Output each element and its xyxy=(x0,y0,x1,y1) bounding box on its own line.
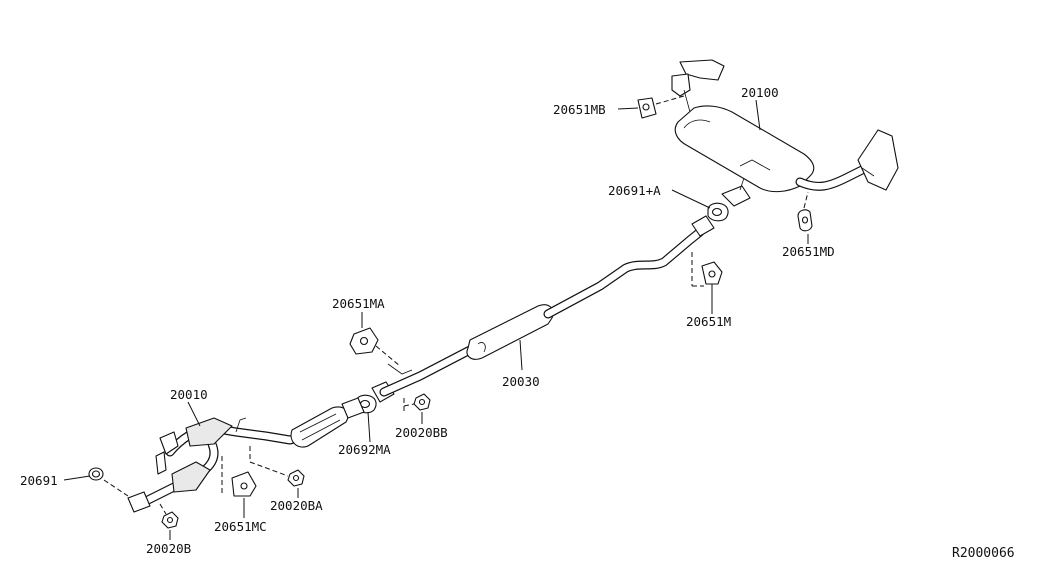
nut-bb[interactable] xyxy=(403,393,431,412)
front-tube[interactable] xyxy=(127,397,365,513)
mounting-insulator-ma[interactable] xyxy=(349,327,401,367)
label-mounting-insulator-md: 20651MD xyxy=(782,244,835,259)
label-mounting-insulator-ma: 20651MA xyxy=(332,296,385,311)
mounting-insulator-mc[interactable] xyxy=(221,456,257,497)
gasket[interactable] xyxy=(88,467,129,497)
label-muffler-assembly: 20100 xyxy=(741,85,779,100)
mounting-insulator-md[interactable] xyxy=(797,191,813,232)
label-center-tube: 20030 xyxy=(502,374,540,389)
label-nut-bb: 20020BB xyxy=(395,425,448,440)
label-front-tube: 20010 xyxy=(170,387,208,402)
label-mounting-insulator-mb: 20651MB xyxy=(553,102,606,117)
label-nut-b: 20020B xyxy=(146,541,191,556)
label-gasket: 20691 xyxy=(20,473,58,488)
center-tube[interactable] xyxy=(371,215,715,403)
label-gasket-ma: 20692MA xyxy=(338,442,391,457)
label-nut-ba: 20020BA xyxy=(270,498,323,513)
nut-b[interactable] xyxy=(159,503,179,529)
mounting-insulator-mb[interactable] xyxy=(637,95,685,119)
mounting-insulator-m[interactable] xyxy=(691,252,723,287)
label-gasket-a: 20691+A xyxy=(608,183,661,198)
leader-lines xyxy=(63,99,809,540)
label-mounting-insulator-mc: 20651MC xyxy=(214,519,267,534)
diagram-reference-code: R2000066 xyxy=(952,546,1015,561)
muffler-assembly[interactable] xyxy=(671,59,899,207)
gasket-a[interactable] xyxy=(707,202,729,222)
label-mounting-insulator-m: 20651M xyxy=(686,314,731,329)
nut-ba[interactable] xyxy=(249,446,305,487)
